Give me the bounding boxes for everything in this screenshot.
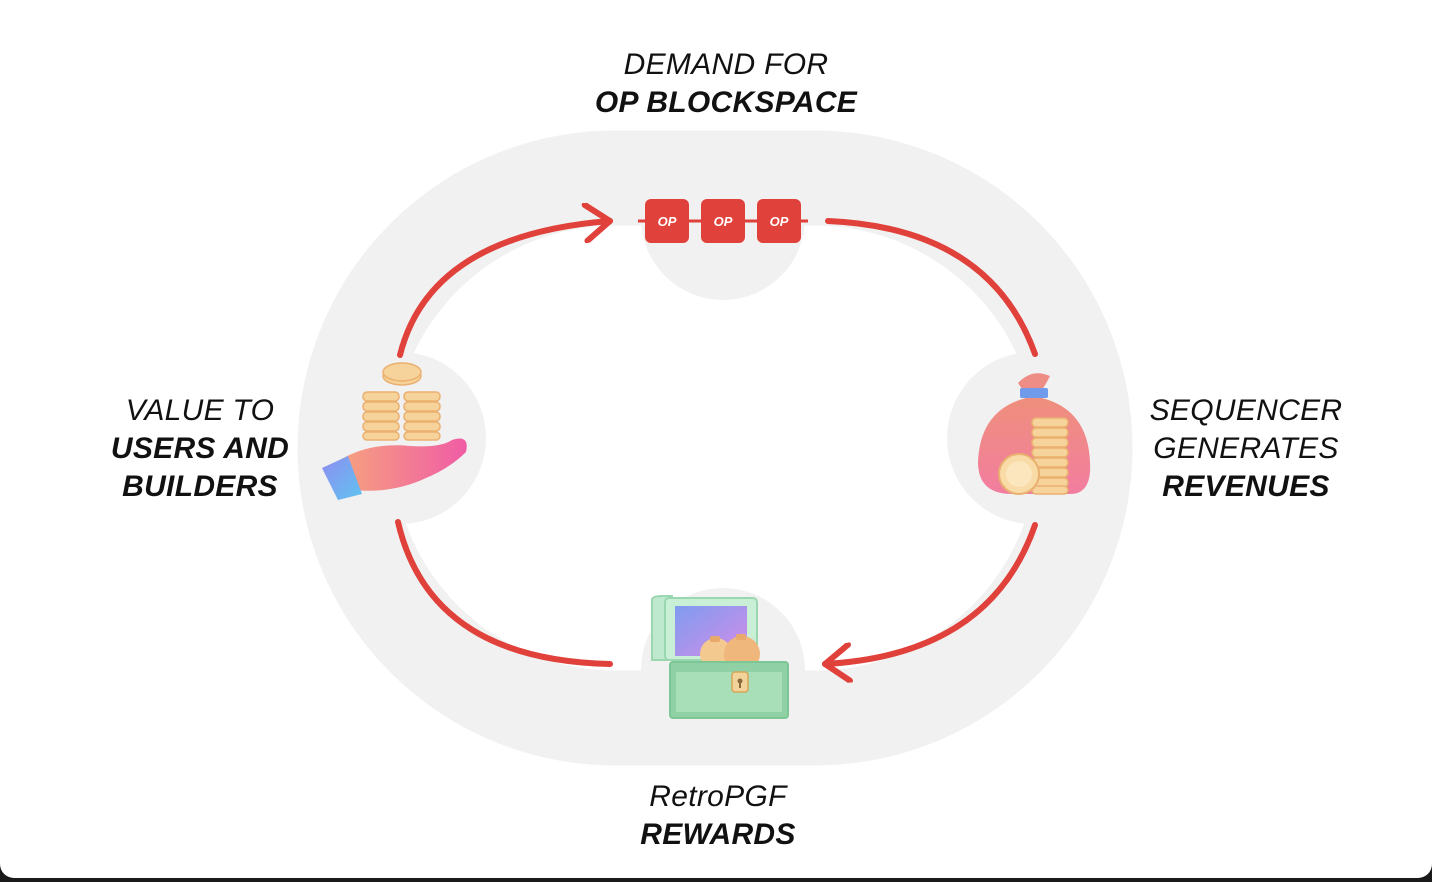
arrow-left-to-top <box>397 221 613 358</box>
label-retropgf-rewards: RetroPGF REWARDS <box>568 778 868 854</box>
op-block-1: OP <box>645 199 689 243</box>
cycle-arrows <box>395 218 1038 667</box>
label-bottom-line-2: REWARDS <box>640 818 796 851</box>
op-block-label-1: OP <box>658 214 677 229</box>
money-bag-coins-icon <box>978 373 1091 495</box>
label-left-line-3: BUILDERS <box>122 470 278 503</box>
label-bottom-line-1: RetroPGF <box>649 780 787 813</box>
arrow-top-to-right <box>825 218 1038 357</box>
op-block-label-3: OP <box>770 214 789 229</box>
arrow-right-to-bottom <box>822 522 1038 664</box>
label-top-line-2: OP BLOCKSPACE <box>594 86 858 119</box>
label-top-line-1: DEMAND FOR <box>623 48 829 81</box>
label-demand-for-op-blockspace: DEMAND FOR OP BLOCKSPACE <box>576 46 876 122</box>
op-block-3: OP <box>757 199 801 243</box>
label-right-line-2: GENERATES <box>1153 432 1339 465</box>
op-block-chain-icon: OP OP OP <box>638 199 808 243</box>
op-block-label-2: OP <box>714 214 733 229</box>
treasure-chest-icon <box>651 595 789 719</box>
label-right-line-1: SEQUENCER <box>1149 394 1343 427</box>
label-value-to-users-and-builders: VALUE TO USERS AND BUILDERS <box>80 392 320 506</box>
label-left-line-1: VALUE TO <box>125 394 275 427</box>
label-sequencer-generates-revenues: SEQUENCER GENERATES REVENUES <box>1126 392 1366 506</box>
label-right-line-3: REVENUES <box>1162 470 1330 503</box>
op-block-2: OP <box>701 199 745 243</box>
label-left-line-2: USERS AND <box>110 432 290 465</box>
arrow-bottom-to-left <box>395 519 613 667</box>
hand-giving-coins-icon <box>322 362 467 500</box>
